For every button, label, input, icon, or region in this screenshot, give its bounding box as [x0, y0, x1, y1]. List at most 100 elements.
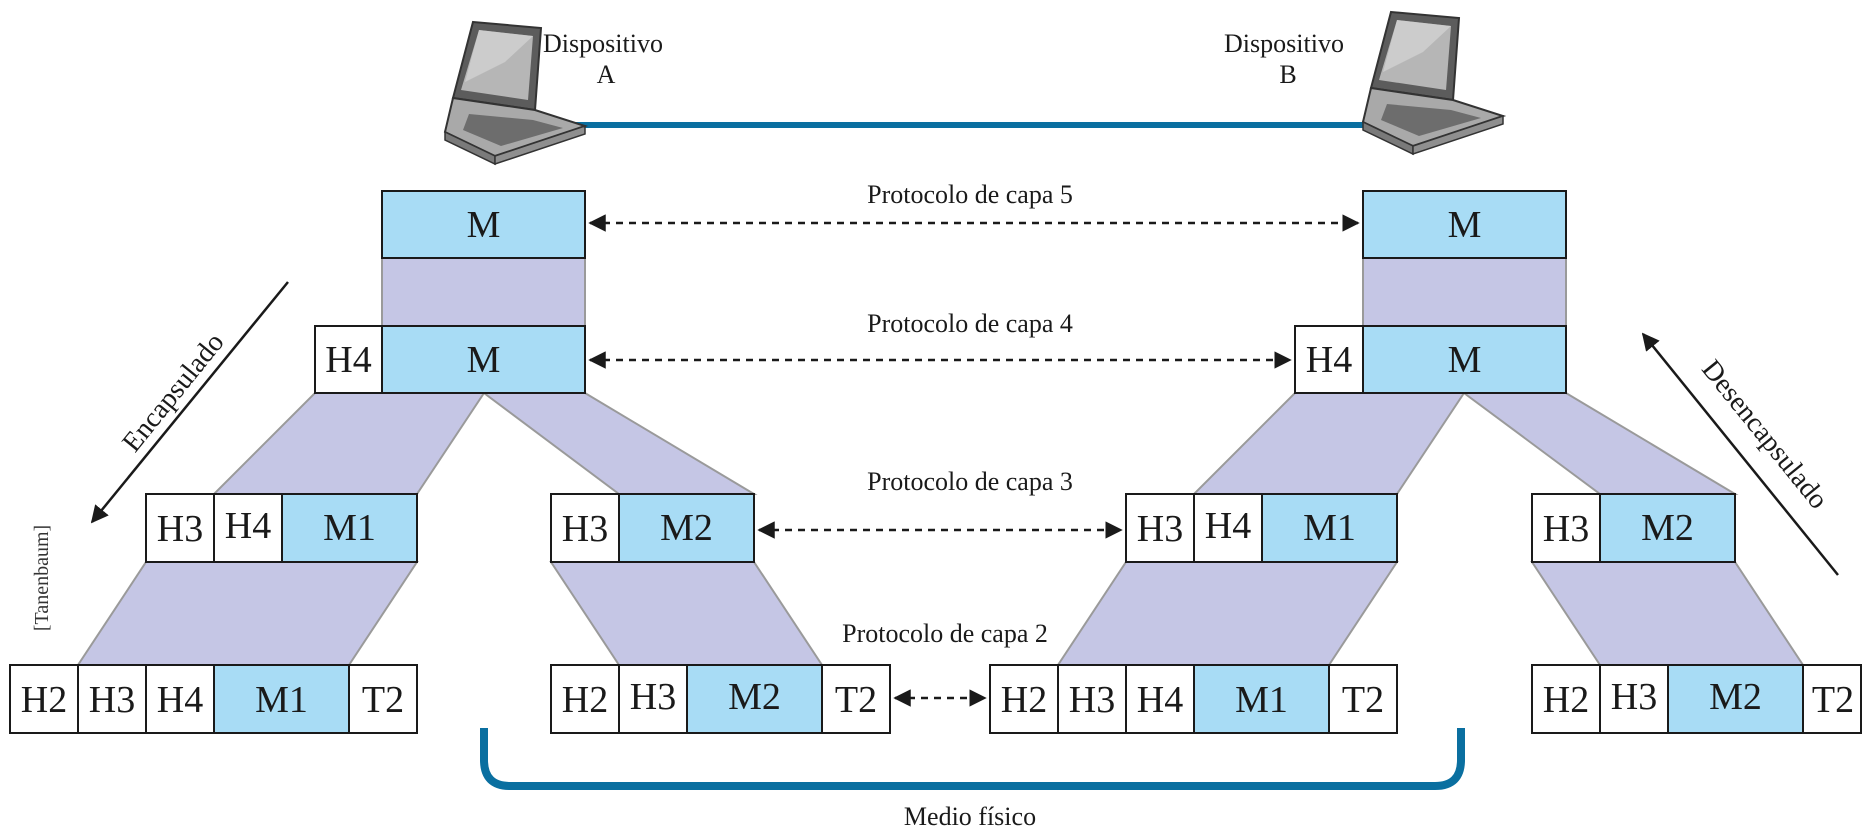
cell-h3-label: H3 — [562, 508, 608, 550]
band-left-m-to-l4 — [381, 257, 586, 327]
protocol-layer4-label: Protocolo de capa 4 — [867, 309, 1073, 338]
cell-h4-label: H4 — [1306, 339, 1352, 381]
cell-m — [1362, 325, 1567, 394]
cell-m2 — [618, 493, 755, 563]
cell-h4-label: H4 — [225, 505, 271, 547]
band-right-m-to-l4 — [1362, 257, 1567, 327]
cell-m — [1362, 190, 1567, 259]
cell-h3 — [1531, 493, 1601, 563]
cell-h4-label: H4 — [1137, 679, 1183, 721]
band-right-l4-to-m2 — [1460, 392, 1739, 495]
cell-m2-label: M2 — [1709, 676, 1762, 718]
cell-m1-label: M1 — [1303, 507, 1356, 549]
protocol-layer4: Protocolo de capa 4 — [588, 309, 1292, 369]
cell-t2 — [348, 664, 418, 734]
left-layer5-message: M — [381, 190, 586, 259]
left-layer3-packet-1: H3 H4 M1 — [145, 493, 418, 563]
band-right-l3a-to-l2 — [1056, 561, 1399, 666]
cell-h3-label: H3 — [630, 676, 676, 718]
cell-m — [381, 190, 586, 259]
laptop-b-icon — [1361, 10, 1507, 156]
cell-h4 — [1294, 325, 1364, 394]
cell-t2-label: T2 — [1812, 679, 1854, 721]
band-left-l4-to-m1 — [211, 392, 486, 495]
cell-h3 — [1599, 664, 1669, 734]
cell-t2-label: T2 — [835, 679, 877, 721]
decapsulation-arrow — [1641, 332, 1839, 576]
device-a-id: A — [597, 60, 616, 89]
right-layer2-frame-1: H2 H3 H4 M1 T2 — [989, 664, 1398, 734]
protocol-layer3-label: Protocolo de capa 3 — [867, 467, 1073, 496]
cell-m-label: M — [1448, 339, 1482, 381]
laptop-a-icon — [443, 20, 589, 166]
cell-m2-label: M2 — [1641, 507, 1694, 549]
cell-m1 — [281, 493, 418, 563]
band-left-l3b-to-l2 — [549, 561, 824, 666]
device-a-name: Dispositivo — [543, 29, 663, 58]
cell-m1-label: M1 — [255, 679, 308, 721]
protocol-layer5-label: Protocolo de capa 5 — [867, 180, 1073, 209]
cell-t2 — [821, 664, 891, 734]
band-right-l4-to-m1 — [1191, 392, 1466, 495]
right-layer2-frame-2: H2 H3 M2 T2 — [1531, 664, 1862, 734]
cell-m1-label: M1 — [1235, 679, 1288, 721]
cell-h2-label: H2 — [562, 679, 608, 721]
protocol-layer5: Protocolo de capa 5 — [588, 180, 1360, 232]
cell-m-label: M — [467, 339, 501, 381]
cell-h3-label: H3 — [1611, 676, 1657, 718]
cell-m1-label: M1 — [323, 507, 376, 549]
citation-label: [Tanenbaum] — [31, 525, 53, 631]
band-right-l3b-to-l2 — [1530, 561, 1805, 666]
cell-h4 — [145, 664, 215, 734]
right-layer3-packet-2: H3 M2 — [1531, 493, 1736, 563]
protocol-layer2-label: Protocolo de capa 2 — [842, 619, 1048, 648]
cell-h3-label: H3 — [1069, 679, 1115, 721]
cell-h3-label: H3 — [157, 508, 203, 550]
cell-h3 — [77, 664, 147, 734]
cell-t2-label: T2 — [1342, 679, 1384, 721]
cell-h4-label: H4 — [1205, 505, 1251, 547]
cell-m — [381, 325, 586, 394]
protocol-layer2: Protocolo de capa 2 — [842, 619, 1048, 707]
cell-h4 — [1125, 664, 1195, 734]
cell-h3 — [550, 493, 620, 563]
cell-m2-label: M2 — [728, 676, 781, 718]
cell-m-label: M — [467, 204, 501, 246]
encapsulation-bands — [76, 257, 1805, 666]
protocol-layer3: Protocolo de capa 3 — [757, 467, 1123, 539]
physical-medium-bracket — [480, 728, 1465, 790]
cell-m-label: M — [1448, 204, 1482, 246]
cell-t2-label: T2 — [362, 679, 404, 721]
left-layer3-packet-2: H3 M2 — [550, 493, 755, 563]
cell-h2-label: H2 — [1001, 679, 1047, 721]
cell-h2 — [989, 664, 1059, 734]
cell-m2 — [1599, 493, 1736, 563]
band-left-l4-to-m2 — [480, 392, 758, 495]
cell-h4-label: H4 — [157, 679, 203, 721]
cell-h2-label: H2 — [1543, 679, 1589, 721]
right-layer3-packet-1: H3 H4 M1 — [1125, 493, 1398, 563]
cell-m2 — [686, 664, 823, 734]
band-left-l3a-to-l2 — [76, 561, 419, 666]
left-layer4-segment: H4 M — [314, 325, 586, 394]
cell-h3 — [618, 664, 688, 734]
physical-medium-label: Medio físico — [904, 802, 1036, 830]
cell-h3-label: H3 — [89, 679, 135, 721]
cell-t2 — [1802, 664, 1862, 734]
right-layer4-segment: H4 M — [1294, 325, 1567, 394]
cell-h3-label: H3 — [1543, 508, 1589, 550]
cell-h4-label: H4 — [325, 339, 371, 381]
cell-m2 — [1667, 664, 1804, 734]
cell-m2-label: M2 — [660, 507, 713, 549]
cell-h2 — [550, 664, 620, 734]
cell-h2-label: H2 — [21, 679, 67, 721]
cell-h2 — [1531, 664, 1601, 734]
cell-h4 — [314, 325, 383, 394]
cell-h3-label: H3 — [1137, 508, 1183, 550]
encapsulation-arrow — [90, 281, 289, 524]
right-layer5-message: M — [1362, 190, 1567, 259]
device-b-id: B — [1279, 60, 1296, 89]
cell-m1 — [1193, 664, 1330, 734]
encapsulation-label: Encapsulado — [116, 327, 230, 458]
